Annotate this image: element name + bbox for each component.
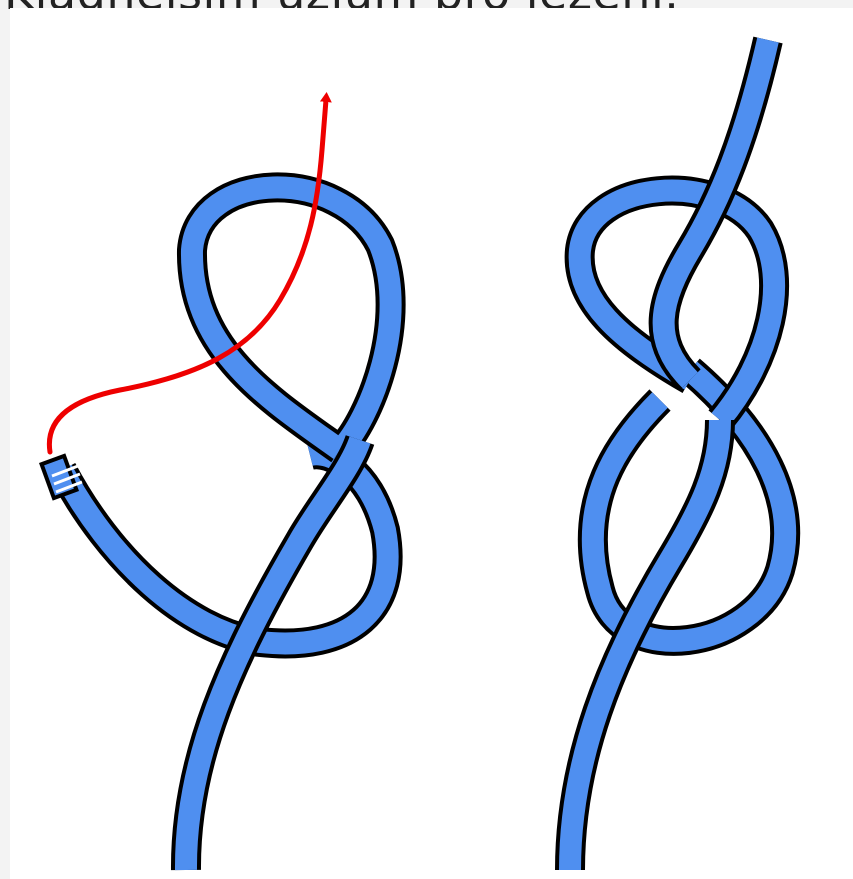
knot-left-upper-loop	[192, 187, 391, 450]
knot-left-group	[39, 100, 391, 870]
knot-right-group	[570, 40, 785, 870]
